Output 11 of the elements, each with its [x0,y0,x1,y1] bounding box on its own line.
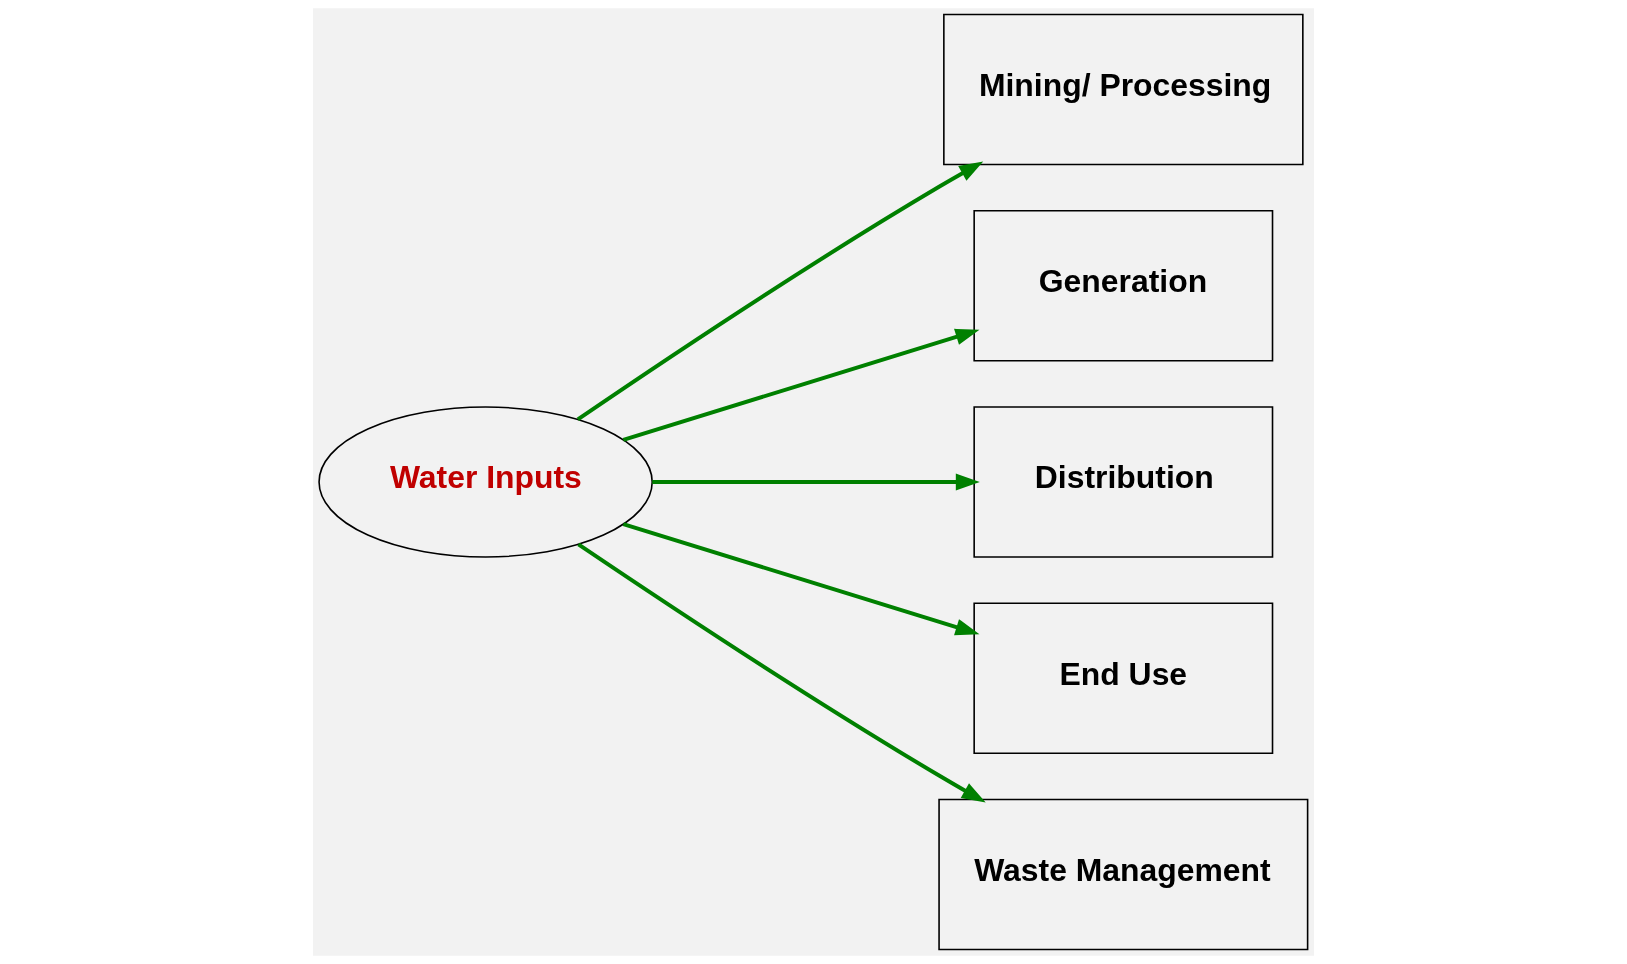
node-box: Waste Management [938,798,1309,951]
node-box: Generation [973,209,1274,362]
node-ellipse: Water Inputs [318,406,653,558]
arrow [576,161,984,421]
arrow [652,473,980,491]
arrow [622,522,980,636]
node-box: Mining/ Processing [943,13,1304,166]
node-box: Distribution [973,406,1274,558]
arrow [577,542,986,803]
arrow [622,328,980,442]
node-box: End Use [973,602,1274,755]
